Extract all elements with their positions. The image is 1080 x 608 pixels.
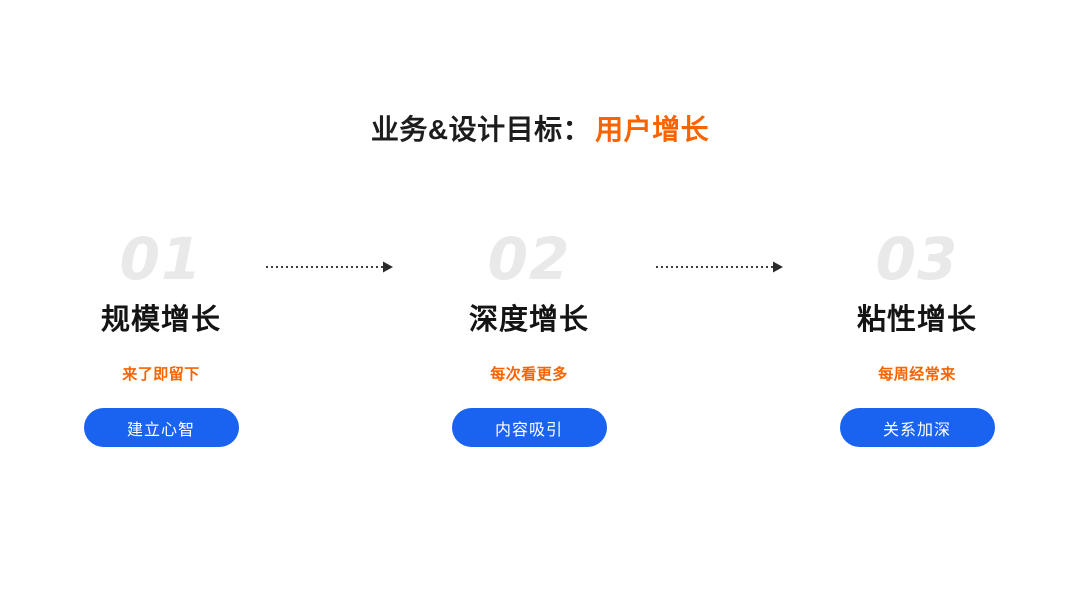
- step-button-wrap-1: 建立心智: [11, 408, 311, 447]
- step-subtitle-3: 每周经常来: [878, 366, 956, 383]
- step-item-3: 03 粘性增长 每周经常来 关系加深: [767, 228, 1067, 447]
- step-button-2[interactable]: 内容吸引: [451, 408, 607, 447]
- step-subtitle-1: 来了即留下: [122, 366, 200, 383]
- step-item-1: 01 规模增长 来了即留下 建立心智: [11, 228, 311, 447]
- step-heading-2: 深度增长: [468, 304, 589, 336]
- page-title: 业务&设计目标：用户增长: [0, 112, 1080, 148]
- step-button-wrap-3: 关系加深: [767, 408, 1067, 447]
- step-item-2: 02 深度增长 每次看更多 内容吸引: [379, 228, 679, 447]
- step-button-1[interactable]: 建立心智: [83, 408, 239, 447]
- step-heading-1: 规模增长: [100, 304, 221, 336]
- step-subtitle-2: 每次看更多: [490, 366, 568, 383]
- step-heading-3: 粘性增长: [856, 304, 977, 336]
- page-title-main: 业务&设计目标：: [370, 114, 592, 145]
- step-button-3[interactable]: 关系加深: [839, 408, 995, 447]
- step-number-2: 02: [487, 225, 571, 293]
- dotted-arrow-2-icon: [655, 258, 785, 276]
- step-number-3: 03: [875, 225, 959, 293]
- step-button-wrap-2: 内容吸引: [379, 408, 679, 447]
- step-number-1: 01: [119, 225, 203, 293]
- page-title-accent: 用户增长: [595, 114, 710, 145]
- steps-container: 01 规模增长 来了即留下 建立心智 02 深度增长 每次看更多 内容吸引 03…: [0, 228, 1080, 468]
- dotted-arrow-1-icon: [265, 258, 395, 276]
